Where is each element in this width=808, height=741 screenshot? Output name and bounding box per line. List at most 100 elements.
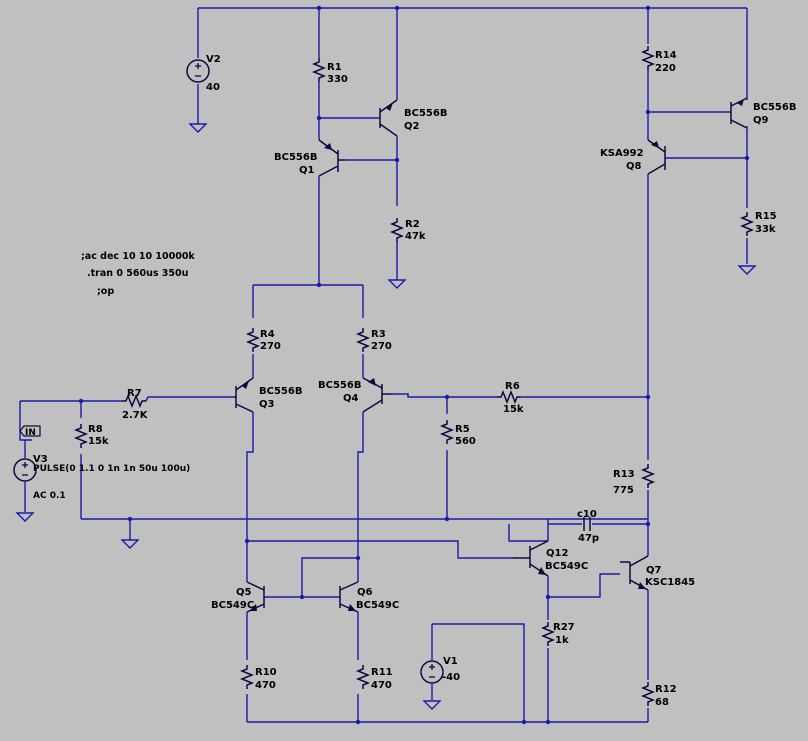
transistor-name: Q8 bbox=[626, 161, 642, 172]
resistor-r4[interactable]: R4 270 bbox=[247, 327, 281, 353]
transistor-q12[interactable]: Q12 BC549C bbox=[513, 540, 588, 577]
resistor-r2[interactable]: R2 47k bbox=[391, 217, 426, 243]
resistor-r3[interactable]: R3 270 bbox=[357, 327, 392, 353]
transistor-model: KSC1845 bbox=[645, 577, 695, 588]
source-name: V1 bbox=[443, 656, 458, 667]
resistor-name: R13 bbox=[613, 469, 635, 480]
source-name: V3 bbox=[33, 454, 48, 465]
resistor-value: 33k bbox=[755, 224, 776, 235]
transistor-q6[interactable]: Q6 BC549C bbox=[339, 581, 399, 613]
resistor-name: R8 bbox=[88, 424, 103, 435]
resistor-value: 470 bbox=[255, 680, 276, 691]
resistor-value: 270 bbox=[260, 341, 281, 352]
voltage-source-v1[interactable]: V1 -40 bbox=[420, 656, 460, 684]
ground-icon bbox=[16, 512, 34, 522]
transistor-name: Q1 bbox=[299, 165, 315, 176]
resistor-value: 470 bbox=[371, 680, 392, 691]
resistor-r14[interactable]: R14 220 bbox=[642, 45, 677, 74]
resistor-name: R27 bbox=[553, 622, 575, 633]
net-label-text: IN bbox=[25, 428, 36, 438]
resistor-r8[interactable]: R8 15k bbox=[75, 423, 109, 449]
resistor-name: R6 bbox=[505, 381, 520, 392]
ground-icon bbox=[189, 123, 207, 133]
transistor-name: Q2 bbox=[404, 121, 420, 132]
resistor-name: R12 bbox=[655, 684, 677, 695]
resistor-value: 270 bbox=[371, 341, 392, 352]
transistor-q4[interactable]: BC556B Q4 bbox=[318, 377, 391, 413]
transistor-q3[interactable]: BC556B Q3 bbox=[234, 377, 302, 413]
resistor-r5[interactable]: R5 560 bbox=[441, 419, 476, 447]
resistor-value: 47k bbox=[405, 231, 426, 242]
source-value: -40 bbox=[442, 672, 460, 683]
source-name: V2 bbox=[206, 54, 221, 65]
transistor-model: BC556B bbox=[753, 102, 796, 113]
transistor-model: BC549C bbox=[545, 561, 588, 572]
transistor-q8[interactable]: KSA992 Q8 bbox=[600, 139, 666, 175]
resistor-r12[interactable]: R12 68 bbox=[642, 681, 677, 708]
resistor-r15[interactable]: R15 33k bbox=[741, 211, 777, 237]
resistor-name: R3 bbox=[371, 329, 386, 340]
source-value: 40 bbox=[206, 82, 220, 93]
source-ac-value: AC 0.1 bbox=[33, 491, 66, 501]
transistor-name: Q3 bbox=[259, 399, 275, 410]
voltage-source-v2[interactable]: V2 40 bbox=[186, 54, 221, 93]
voltage-source-v3[interactable]: V3 PULSE(0 1.1 0 1n 1n 50u 100u) AC 0.1 bbox=[13, 454, 190, 501]
transistor-name: Q12 bbox=[546, 548, 568, 559]
capacitor-name: c10 bbox=[577, 509, 597, 520]
resistor-value: 68 bbox=[655, 697, 669, 708]
resistor-value: 1k bbox=[555, 635, 569, 646]
capacitor-value: 47p bbox=[578, 533, 599, 544]
transistor-name: Q9 bbox=[753, 115, 769, 126]
transistor-name: Q7 bbox=[646, 565, 662, 576]
transistor-q7[interactable]: Q7 KSC1845 bbox=[620, 555, 695, 591]
ground-icon bbox=[121, 539, 139, 549]
transistor-model: KSA992 bbox=[600, 148, 644, 159]
transistor-q2[interactable]: BC556B Q2 bbox=[379, 99, 447, 137]
resistor-r7[interactable]: R7 2.7K bbox=[121, 388, 149, 421]
resistor-name: R1 bbox=[327, 62, 342, 73]
wires bbox=[19, 7, 748, 723]
source-value: PULSE(0 1.1 0 1n 1n 50u 100u) bbox=[33, 464, 190, 474]
transistor-q9[interactable]: BC556B Q9 bbox=[730, 97, 796, 129]
transistor-model: BC556B bbox=[274, 152, 317, 163]
resistor-name: R11 bbox=[371, 667, 393, 678]
resistor-value: 560 bbox=[455, 436, 476, 447]
resistor-r1[interactable]: R1 330 bbox=[313, 57, 348, 85]
transistor-name: Q5 bbox=[236, 587, 252, 598]
resistor-name: R2 bbox=[405, 219, 420, 230]
ground-icon bbox=[388, 279, 406, 289]
resistor-value: 330 bbox=[327, 74, 348, 85]
resistor-name: R7 bbox=[127, 388, 142, 399]
transistor-q1[interactable]: BC556B Q1 bbox=[274, 139, 346, 177]
resistor-value: 220 bbox=[655, 63, 676, 74]
capacitor-c10[interactable]: c10 47p bbox=[577, 509, 599, 544]
resistor-value: 15k bbox=[503, 404, 524, 415]
resistor-name: R5 bbox=[455, 424, 470, 435]
transistor-model: BC556B bbox=[259, 386, 302, 397]
directive-ac[interactable]: ;ac dec 10 10 10000k bbox=[81, 251, 195, 262]
directive-op[interactable]: ;op bbox=[97, 286, 114, 297]
spice-directives: ;ac dec 10 10 10000k .tran 0 560us 350u … bbox=[81, 251, 195, 297]
transistor-model: BC556B bbox=[318, 380, 361, 391]
resistor-value: 2.7K bbox=[122, 410, 149, 421]
directive-tran[interactable]: .tran 0 560us 350u bbox=[87, 268, 188, 279]
resistor-name: R15 bbox=[755, 211, 777, 222]
resistor-value: 15k bbox=[88, 436, 109, 447]
junctions bbox=[78, 5, 750, 725]
transistor-name: Q4 bbox=[343, 393, 359, 404]
resistor-name: R10 bbox=[255, 667, 277, 678]
resistor-value: 775 bbox=[613, 485, 634, 496]
resistor-r6[interactable]: R6 15k bbox=[496, 381, 524, 415]
resistor-name: R14 bbox=[655, 50, 677, 61]
transistor-name: Q6 bbox=[357, 587, 373, 598]
transistor-model: BC549C bbox=[211, 600, 254, 611]
resistor-r11[interactable]: R11 470 bbox=[357, 664, 393, 691]
resistor-r13[interactable]: R13 775 bbox=[613, 463, 654, 496]
resistor-r10[interactable]: R10 470 bbox=[241, 664, 277, 691]
resistor-r27[interactable]: R27 1k bbox=[542, 621, 575, 647]
net-label-in[interactable]: IN bbox=[19, 425, 41, 438]
resistor-name: R4 bbox=[260, 329, 275, 340]
ground-icon bbox=[423, 700, 441, 710]
transistor-q5[interactable]: Q5 BC549C bbox=[211, 581, 265, 613]
